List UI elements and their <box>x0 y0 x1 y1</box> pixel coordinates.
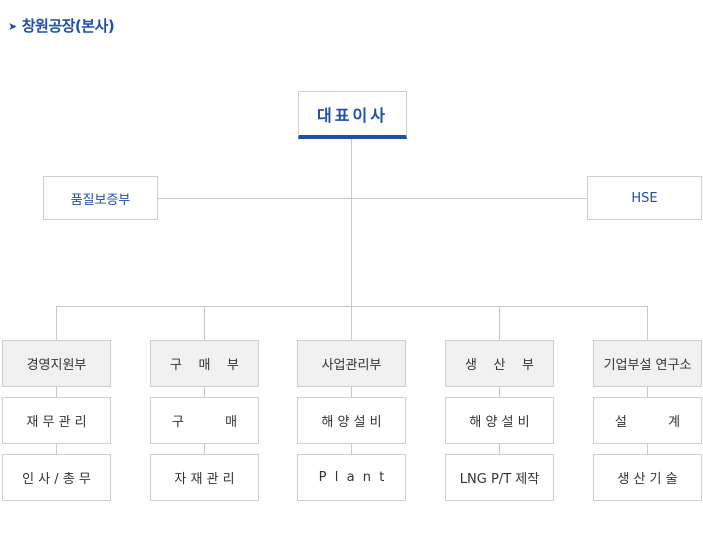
team-box-offshore-production: 해 양 설 비 <box>445 397 554 444</box>
team-box-design: 설 계 <box>593 397 702 444</box>
team-box-offshore: 해 양 설 비 <box>297 397 406 444</box>
branch-line <box>56 306 648 307</box>
quality-assurance-box: 품질보증부 <box>43 176 158 220</box>
dept-box-production: 생 산 부 <box>445 340 554 387</box>
team-box-lng: LNG P/T 제작 <box>445 454 554 501</box>
hse-box: HSE <box>587 176 702 220</box>
team-box-plant: P l a n t <box>297 454 406 501</box>
trunk-line <box>351 139 352 306</box>
team-box-purchase: 구 매 <box>150 397 259 444</box>
dept-box-research-institute: 기업부설 연구소 <box>593 340 702 387</box>
staff-line <box>158 198 588 199</box>
dept-box-purchasing: 구 매 부 <box>150 340 259 387</box>
dept-box-business-management: 사업관리부 <box>297 340 406 387</box>
arrow-icon: ➤ <box>8 20 17 33</box>
team-box-finance: 재 무 관 리 <box>2 397 111 444</box>
page-title: ➤ 창원공장(본사) <box>8 15 115 36</box>
team-box-production-tech: 생 산 기 술 <box>593 454 702 501</box>
ceo-box: 대표이사 <box>298 91 407 139</box>
dept-box-management-support: 경영지원부 <box>2 340 111 387</box>
page-title-text: 창원공장(본사) <box>21 17 115 35</box>
team-box-hr: 인 사 / 총 무 <box>2 454 111 501</box>
team-box-materials: 자 재 관 리 <box>150 454 259 501</box>
